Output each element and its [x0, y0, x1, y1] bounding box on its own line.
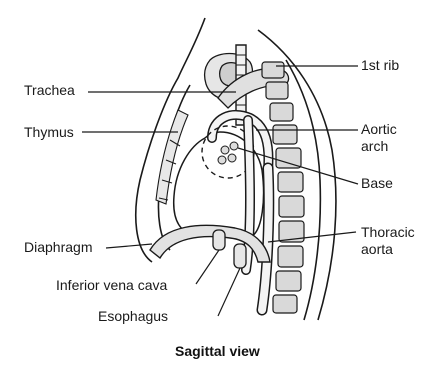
esophagus-lower: [234, 244, 246, 268]
label-first-rib: 1st rib: [361, 57, 399, 74]
diaphragm-leader: [106, 244, 152, 248]
label-trachea: Trachea: [24, 82, 75, 99]
label-inferior-vena-cava: Inferior vena cava: [56, 277, 167, 294]
label-base: Base: [361, 175, 393, 192]
label-thoracic-aorta-line2: aorta: [361, 241, 393, 258]
esophagus-leader: [218, 268, 240, 316]
label-aortic-arch-line1: Aortic: [361, 121, 397, 138]
label-esophagus: Esophagus: [98, 308, 168, 325]
esophagus-tube: [246, 120, 250, 270]
label-thoracic-aorta-line1: Thoracic: [361, 224, 415, 241]
label-thymus: Thymus: [24, 124, 74, 141]
label-aortic-arch-line2: arch: [361, 138, 388, 155]
ivc-vessel: [213, 230, 225, 250]
figure-caption: Sagittal view: [175, 343, 260, 359]
ivc-leader: [196, 250, 219, 284]
label-diaphragm: Diaphragm: [24, 239, 92, 256]
